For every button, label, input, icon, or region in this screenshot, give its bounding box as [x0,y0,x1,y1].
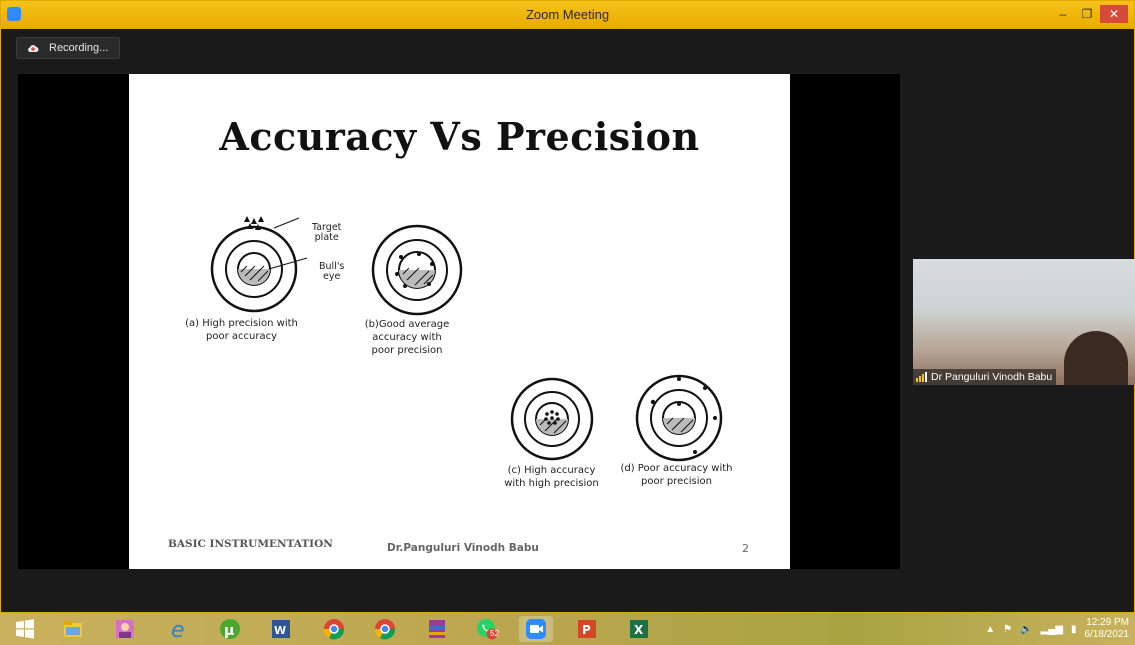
slide-footer-course: BASIC INSTRUMENTATION [168,538,333,550]
whatsapp-badge: 52 [490,629,499,638]
slide-page-number: 2 [742,542,749,555]
tray-overflow-icon[interactable]: ▲ [985,623,996,635]
whatsapp-icon[interactable]: 52 [470,616,504,642]
participant-name: Dr Panguluri Vinodh Babu [931,371,1053,383]
system-tray: ▲ ⚑ 🔈 ▂▄▆ ▮ 12:29 PM 6/18/2021 [985,613,1129,645]
participant-video [1064,331,1128,385]
windows-start-icon[interactable] [8,616,42,642]
excel-icon[interactable]: X [622,616,656,642]
winrar-icon[interactable] [420,616,454,642]
battery-icon[interactable]: ▮ [1070,623,1077,635]
action-center-flag-icon[interactable]: ⚑ [1003,623,1013,635]
signal-strength-icon [916,372,927,382]
network-signal-icon[interactable]: ▂▄▆ [1040,623,1063,635]
taskbar-clock[interactable]: 12:29 PM 6/18/2021 [1085,617,1130,641]
svg-text:e: e [171,618,185,640]
recording-label: Recording... [49,42,109,54]
figure-d-target [635,374,723,462]
powerpoint-icon[interactable]: P [570,616,604,642]
photo-app-icon[interactable] [108,616,142,642]
slide-footer-author: Dr.Panguluri Vinodh Babu [387,542,539,554]
figure-a-target [210,216,308,313]
file-explorer-icon[interactable] [56,616,90,642]
recording-indicator[interactable]: Recording... [16,37,120,59]
clock-date: 6/18/2021 [1084,629,1130,640]
zoom-window: Zoom Meeting – ❐ ✕ Recording... Accuracy… [0,0,1135,613]
close-button[interactable]: ✕ [1100,5,1128,23]
restore-button[interactable]: ❐ [1081,7,1093,21]
participant-name-tag: Dr Panguluri Vinodh Babu [913,369,1057,385]
clock-time: 12:29 PM [1086,617,1129,628]
cloud-record-icon [28,45,39,52]
window-title: Zoom Meeting [525,7,610,22]
slide-title: Accuracy Vs Precision [219,114,700,159]
svg-text:W: W [274,624,286,637]
figure-b-target [371,224,463,316]
window-controls: – ❐ ✕ [1052,5,1128,23]
figure-c-target [510,377,594,461]
zoom-icon[interactable] [519,616,553,642]
windows-taskbar: e µ W 52 P X ▲ ⚑ 🔈 ▂▄▆ ▮ 12:29 PM 6/18/2… [0,613,1135,645]
chrome-icon[interactable] [368,616,402,642]
volume-icon[interactable]: 🔈 [1020,623,1033,635]
zoom-app-icon [7,7,21,21]
minimize-button[interactable]: – [1059,7,1067,21]
word-icon[interactable]: W [264,616,298,642]
chrome-profile-icon[interactable] [317,616,351,642]
svg-text:µ: µ [224,623,234,639]
utorrent-icon[interactable]: µ [213,616,247,642]
participant-video-tile[interactable]: Dr Panguluri Vinodh Babu [913,259,1135,385]
title-bar[interactable]: Zoom Meeting – ❐ ✕ [1,1,1134,29]
internet-explorer-icon[interactable]: e [162,616,196,642]
svg-text:X: X [634,623,644,637]
svg-text:P: P [582,623,591,637]
